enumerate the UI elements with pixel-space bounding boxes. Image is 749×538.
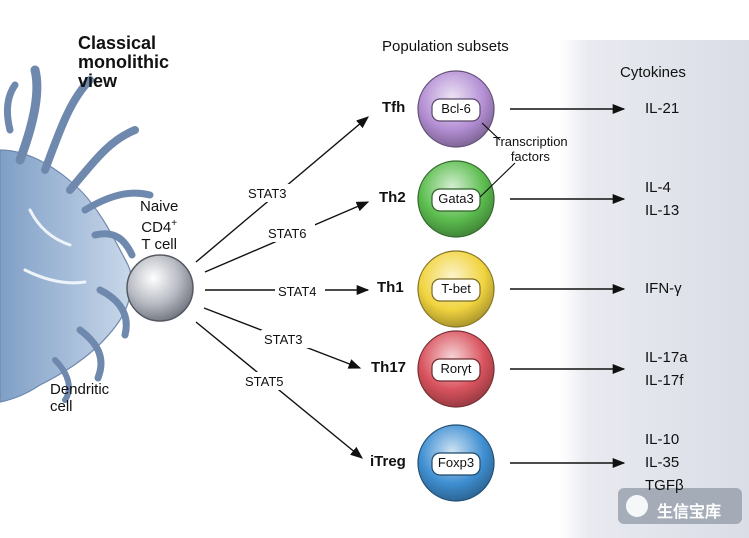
signal-label-th1: STAT4 [278, 284, 317, 299]
naive-cell-label: Naive CD4+ T cell [140, 198, 178, 253]
signal-label-th2: STAT6 [268, 226, 307, 241]
transcription-factor-box-th2 [431, 188, 481, 212]
transcription-note-line1: Transcription [493, 134, 568, 149]
naive-cell-label-line1: Naive [140, 198, 179, 215]
cytokine-label-th2-0: IL-4 [645, 178, 671, 196]
diagram-title: Classical monolithic view [78, 33, 169, 91]
subset-label-itreg: iTreg [370, 453, 406, 470]
factor-label-tfh: Bcl-6 [441, 101, 471, 116]
naive-t-cell-shape [126, 254, 194, 322]
cytokine-label-itreg-0: IL-10 [645, 431, 680, 448]
cytokine-label-th17-0: IL-17a [645, 348, 688, 366]
transcription-factor-box-tfh [431, 98, 481, 122]
signal-label-backdrop-th2 [265, 224, 315, 242]
subset-label-th1: Th1 [377, 279, 404, 296]
cytokines-heading: Cytokines [620, 64, 686, 81]
cytokine-label-th2-1: IL-13 [645, 201, 680, 219]
dendritic-cell-label-line2: cell [50, 398, 73, 415]
transcription-factor-box-th1 [431, 278, 481, 302]
naive-cell-label-sup: + [171, 218, 178, 229]
factor-label-itreg: Foxp3 [437, 455, 475, 470]
subset-label-tfh: Tfh [382, 99, 406, 116]
signal-label-itreg: STAT5 [245, 374, 284, 389]
transcription-note-line2: factors [510, 149, 550, 164]
cytokine-label-itreg-1: IL-35 [645, 454, 680, 471]
dendritic-cell-label-line1: Dendritic [50, 381, 110, 398]
factor-label-th1: T-bet [441, 281, 471, 296]
naive-cell-label-line2: CD4+ [140, 215, 178, 236]
transcription-factors-note: Transcription factors [493, 134, 568, 164]
factor-label-th17: Rorγt [440, 361, 472, 376]
cytokine-label-th17-1: IL-17f [645, 371, 684, 389]
cytokine-label-th1-0: IFN-γ [645, 280, 682, 297]
watermark-logo [618, 488, 742, 524]
population-subsets-heading: Population subsets [382, 38, 509, 55]
transcription-pointer-upper [481, 122, 501, 141]
signal-label-backdrop-tfh [245, 184, 295, 202]
signal-label-th17: STAT3 [264, 332, 303, 347]
cytokine-label-tfh-0: IL-21 [645, 100, 680, 117]
dendritic-cell-shape [0, 65, 154, 403]
transcription-pointer-lower [479, 162, 516, 198]
signal-label-backdrop-th1 [275, 282, 325, 300]
naive-cell-label-line3: T cell [141, 236, 177, 253]
naive-cell-label-cd4: CD4 [141, 219, 172, 236]
transcription-factor-box-th17 [431, 358, 481, 382]
watermark-text: 生信宝库 [657, 504, 722, 521]
transcription-factor-box-itreg [431, 452, 481, 476]
cytokine-label-itreg-2: TGFβ [645, 477, 684, 494]
wechat-icon [626, 495, 648, 517]
signal-label-tfh: STAT3 [248, 186, 287, 201]
subset-label-th2: Th2 [379, 189, 406, 206]
signal-label-backdrop-th17 [261, 330, 311, 348]
factor-label-th2: Gata3 [438, 191, 474, 206]
subset-label-th17: Th17 [371, 359, 407, 376]
signal-label-backdrop-itreg [242, 372, 292, 390]
dendritic-cell-label: Dendritic cell [50, 381, 109, 415]
